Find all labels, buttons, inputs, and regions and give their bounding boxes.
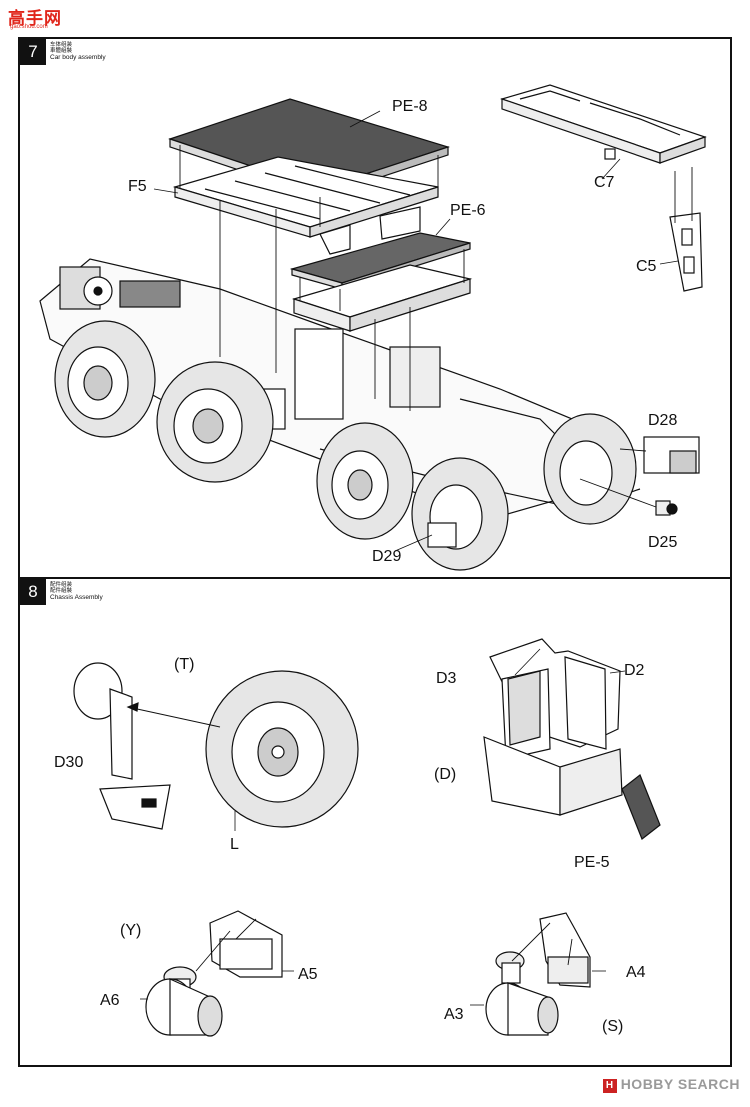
label-a3: A3 [444,1006,464,1023]
watermark-text: HOBBY SEARCH [620,1076,740,1092]
a4-part [539,912,591,988]
wheel-rear-right [543,413,637,525]
d2-d3-holder [483,638,623,816]
label-pe6: PE-6 [450,202,486,219]
wheel-front-left [54,320,156,438]
wheel-rear-left [411,457,509,571]
label-d28: D28 [648,412,677,429]
d25-part [655,500,678,516]
label-d30: D30 [54,754,83,771]
label-a5: A5 [298,966,318,983]
d30-part [73,662,171,830]
c7-tray [500,84,707,164]
car-body-diagram: PE-8 F5 PE-6 C7 C5 D28 D25 D29 [39,84,707,571]
a6-part [145,966,223,1037]
wheel-front-right [156,361,274,483]
site-logo: 高手网 gao.shou.com [6,4,76,34]
label-pe5: PE-5 [574,854,610,871]
site-logo-url: gao.shou.com [10,24,48,30]
site-logo-text: 高手网 [8,9,62,29]
step-7-panel: 7 车体组装 車體組裝 Car body assembly [18,37,732,579]
f5-frame [172,156,439,255]
pe5-plate [621,774,661,840]
hobbysearch-logo-icon: H [602,1079,617,1093]
label-l: L [230,836,239,853]
a3-part [485,951,559,1036]
label-f5: F5 [128,178,147,195]
step-number: 7 [20,39,46,65]
label-d29: D29 [372,548,401,565]
label-a6: A6 [100,992,120,1009]
step-number: 8 [20,579,46,605]
c5-bracket [669,212,703,292]
assembly-arrows [179,145,693,508]
label-d2: D2 [624,662,645,679]
label-c7: C7 [594,174,615,191]
d29-part [427,522,457,548]
wheel-mid [316,422,414,540]
step-title-cn: 车体组装 [50,42,73,48]
step-title-en: Chassis Assembly [50,594,103,601]
spare-wheel [205,670,359,828]
a5-part [209,910,283,978]
label-t: (T) [174,656,194,673]
label-c5: C5 [636,258,657,275]
label-pe8: PE-8 [392,98,428,115]
label-d: (D) [434,766,456,783]
step-title-en: Car body assembly [50,54,106,61]
label-d25: D25 [648,534,677,551]
step-8-panel: 8 配件组装 配件組裝 Chassis Assembly [18,579,732,1067]
label-s: (S) [602,1018,623,1035]
d28-part [643,436,700,474]
step-title-cn: 配件组装 [50,582,73,588]
label-d3: D3 [436,670,457,687]
step-title-cn-alt: 車體組裝 [50,48,73,54]
label-a4: A4 [626,964,646,981]
chassis-assembly-diagram: (T) D30 L D3 D2 (D) PE-5 (Y) A6 A5 A4 A3… [54,638,661,1037]
step-title-cn-alt: 配件組裝 [50,588,73,594]
label-y: (Y) [120,922,141,939]
